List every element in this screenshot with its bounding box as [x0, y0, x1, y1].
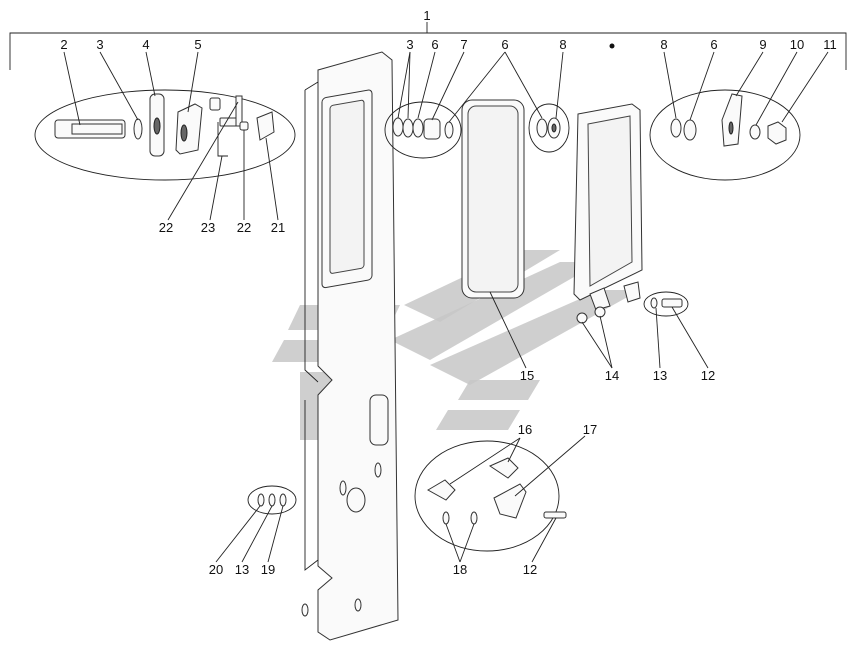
- bolt-group-sash: [643, 291, 689, 317]
- callout-18: 18: [453, 562, 467, 577]
- callout-16: 16: [518, 422, 532, 437]
- fastener-group-small: [247, 485, 297, 515]
- callout-17: 17: [583, 422, 597, 437]
- callout-22: 22: [159, 220, 173, 235]
- callout-1: 1: [423, 8, 430, 23]
- window-sash: [573, 43, 643, 324]
- callout-3: 3: [96, 37, 103, 52]
- callout-13: 13: [653, 368, 667, 383]
- callout-2: 2: [60, 37, 67, 52]
- callout-22-b: 22: [237, 220, 251, 235]
- callout-8-b: 8: [660, 37, 667, 52]
- callout-19: 19: [261, 562, 275, 577]
- callout-6: 6: [431, 37, 438, 52]
- callout-21: 21: [271, 220, 285, 235]
- callout-23: 23: [201, 220, 215, 235]
- callout-12-b: 12: [523, 562, 537, 577]
- callout-13-b: 13: [235, 562, 249, 577]
- hinge-parts-group: [34, 89, 296, 181]
- callout-8: 8: [559, 37, 566, 52]
- door-panel: [301, 51, 399, 641]
- callout-10: 10: [790, 37, 804, 52]
- callout-9: 9: [759, 37, 766, 52]
- leader-lines: [63, 51, 829, 563]
- callout-3-b: 3: [406, 37, 413, 52]
- callout-15: 15: [520, 368, 534, 383]
- callout-14: 14: [605, 368, 619, 383]
- callout-12: 12: [701, 368, 715, 383]
- window-seal: [461, 99, 525, 299]
- callout-7: 7: [460, 37, 467, 52]
- callout-5: 5: [194, 37, 201, 52]
- washer-spacer-group: [384, 101, 462, 159]
- callout-6-b: 6: [501, 37, 508, 52]
- callout-6-c: 6: [710, 37, 717, 52]
- hardware-group-right: [649, 89, 801, 181]
- callout-20: 20: [209, 562, 223, 577]
- assembly-bracket: [9, 22, 847, 70]
- washer-group-middle: [528, 103, 570, 153]
- callout-labels: 1 2 3 4 5 3 6 7 6 8 8 6 9 10 11 22 23 22…: [60, 8, 836, 577]
- callout-11: 11: [823, 37, 837, 52]
- callout-4: 4: [142, 37, 149, 52]
